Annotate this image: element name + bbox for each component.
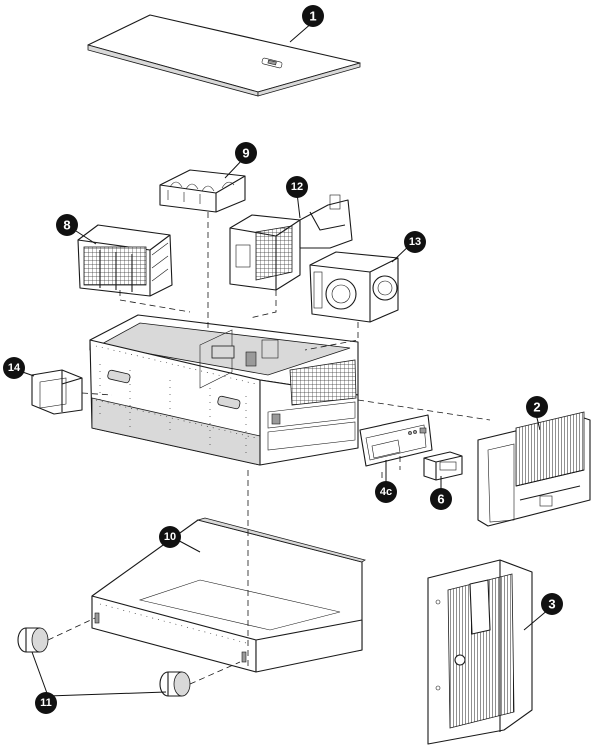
- callout-6-label: 6: [437, 492, 444, 507]
- callout-11-label: 11: [40, 697, 52, 709]
- callout-14: 14: [3, 357, 25, 379]
- callout-13: 13: [404, 231, 426, 253]
- fan-cage: [309, 251, 399, 323]
- callout-10: 10: [159, 526, 181, 548]
- tower-bezel: [427, 559, 533, 745]
- callout-3: 3: [541, 593, 563, 615]
- callout-3-label: 3: [548, 597, 555, 612]
- fan-bracket: [159, 169, 246, 213]
- callout-10-label: 10: [164, 531, 176, 543]
- callout-4c-label: 4c: [380, 486, 392, 498]
- alignment-lines: [47, 212, 491, 685]
- callout-8-label: 8: [63, 218, 70, 233]
- callout-1: 1: [302, 5, 324, 27]
- processor-cage: [229, 194, 353, 291]
- callout-11: 11: [35, 692, 57, 714]
- callout-12: 12: [286, 176, 308, 198]
- callout-6: 6: [430, 488, 452, 510]
- callout-14-label: 14: [8, 362, 21, 374]
- drive-cage: [77, 224, 173, 297]
- callout-2: 2: [526, 396, 548, 418]
- side-bracket: [31, 369, 83, 415]
- bottom-pan: [91, 517, 366, 673]
- top-cover: [87, 14, 361, 97]
- callout-2-label: 2: [533, 400, 540, 415]
- front-bezel-panel: [359, 414, 433, 467]
- callout-4c: 4c: [375, 481, 397, 503]
- callout-9-label: 9: [242, 146, 249, 161]
- callout-9: 9: [235, 142, 257, 164]
- front-grille-bezel: [477, 411, 591, 527]
- rubber-feet: [17, 627, 191, 697]
- callout-8: 8: [56, 214, 78, 236]
- small-module: [423, 451, 463, 481]
- main-chassis: [89, 314, 359, 466]
- callout-12-label: 12: [291, 181, 303, 193]
- callout-1-label: 1: [309, 9, 316, 24]
- callout-13-label: 13: [409, 236, 421, 248]
